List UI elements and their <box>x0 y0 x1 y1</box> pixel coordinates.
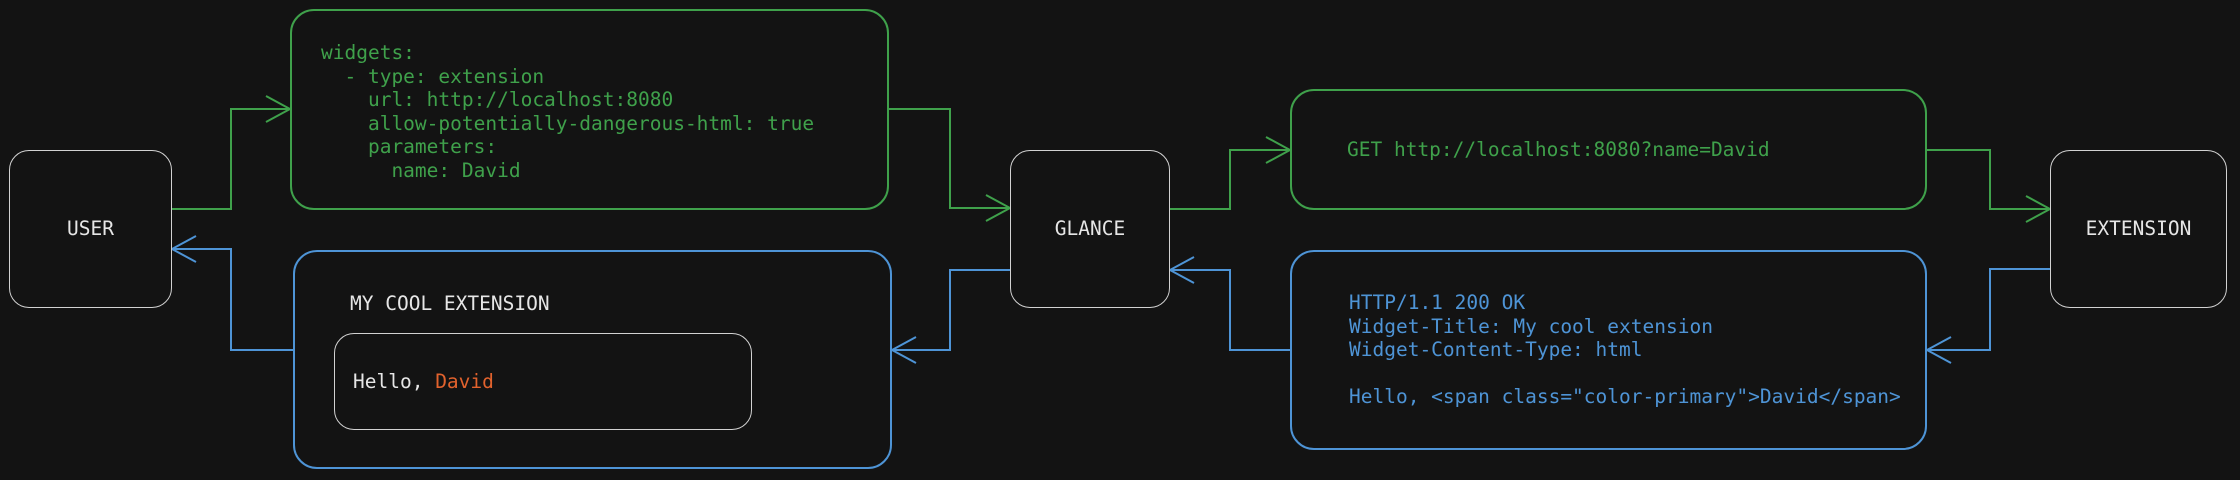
http-request-line: GET http://localhost:8080?name=David <box>1347 137 1770 161</box>
config-yaml-line: allow-potentially-dangerous-html: true <box>321 111 815 135</box>
config-yaml-line: parameters: <box>321 135 498 158</box>
config-yaml-line: name: David <box>321 158 521 182</box>
user-node: USER <box>9 150 172 308</box>
http-response-line: Hello, <span class="color-primary">David… <box>1349 385 1901 409</box>
connector-glance-to-request <box>1170 136 1293 210</box>
http-response-line: HTTP/1.1 200 OK <box>1349 291 1526 315</box>
http-response-line <box>1349 362 1925 386</box>
extension-node: EXTENSION <box>2050 150 2227 308</box>
http-response-line: Widget-Content-Type: html <box>1349 338 1643 362</box>
connector-extension-to-response <box>1924 268 2050 364</box>
greeting-name: David <box>435 369 494 393</box>
glance-node: GLANCE <box>1010 150 1170 308</box>
config-yaml-line: - type: extension <box>321 64 545 88</box>
connector-user-to-config <box>172 95 293 210</box>
config-yaml-box: widgets: - type: extension url: http://l… <box>290 9 889 210</box>
connector-response-to-glance <box>1167 256 1290 351</box>
widget-inner-card: Hello, David <box>334 333 752 430</box>
http-response-line: Widget-Title: My cool extension <box>1349 314 1713 338</box>
config-yaml-line: url: http://localhost:8080 <box>321 88 674 111</box>
widget-preview-box: MY COOL EXTENSION Hello, David <box>293 250 892 469</box>
connector-config-to-glance <box>889 108 1013 222</box>
config-yaml-line: widgets: <box>321 41 415 64</box>
glance-node-label: GLANCE <box>1054 217 1126 241</box>
connector-glance-to-widget <box>889 269 1010 364</box>
user-node-label: USER <box>67 217 114 241</box>
extension-node-label: EXTENSION <box>2085 217 2192 241</box>
connector-widget-to-user <box>169 235 293 351</box>
http-request-box: GET http://localhost:8080?name=David <box>1290 89 1927 210</box>
http-response-box: HTTP/1.1 200 OK Widget-Title: My cool ex… <box>1290 250 1927 450</box>
widget-title: MY COOL EXTENSION <box>350 292 550 315</box>
connector-request-to-extension <box>1927 149 2053 223</box>
greeting-prefix: Hello, <box>353 369 436 393</box>
